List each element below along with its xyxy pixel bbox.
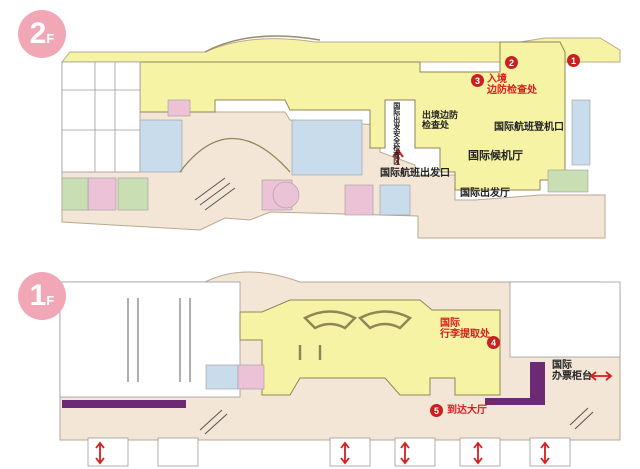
2f-pink-zone-b	[87, 177, 117, 211]
label-departure-gate: 国际航班出发口	[380, 168, 450, 179]
label-boarding-gate: 国际航班登机口	[494, 122, 564, 133]
2f-blue-zone-a	[139, 119, 183, 173]
1f-counter-west	[62, 400, 186, 408]
2f-west-wing	[61, 61, 141, 173]
floor-1f-number: 1	[29, 279, 47, 312]
label-arrival-hall: 到达大厅	[447, 405, 487, 416]
floor-2f-plan	[60, 35, 621, 239]
2f-roof-arc	[60, 37, 621, 63]
2f-rotunda	[272, 181, 300, 209]
label-waiting-hall: 国际候机厅	[468, 149, 523, 162]
2f-roof-line	[204, 35, 321, 53]
2f-green-zone-c	[547, 169, 589, 193]
2f-green-zone-a	[61, 177, 89, 211]
marker-3: 3	[471, 74, 484, 87]
floor-2f-number: 2	[29, 17, 47, 50]
label-departure-hall: 国际出发厅	[460, 188, 510, 199]
2f-restricted-zone	[139, 41, 566, 191]
1f-counter-east	[485, 362, 545, 405]
label-entry-inspection: 入境 边防检查处	[487, 74, 537, 96]
marker-4: 4	[487, 336, 500, 349]
marker-2: 2	[505, 56, 518, 69]
1f-carousels-west	[127, 298, 191, 382]
2f-blue-zone-d	[571, 99, 591, 166]
2f-blue-zone-b	[291, 119, 363, 176]
label-baggage-claim: 国际 行李提取处	[440, 318, 490, 340]
label-security-check: 国际出发安全检查区	[392, 102, 401, 165]
floor-1f-plan	[59, 271, 621, 467]
1f-exit-arrows	[95, 371, 613, 465]
1f-escalator	[199, 407, 594, 435]
2f-pink-zone-a	[167, 99, 191, 117]
2f-departure-arrow	[392, 148, 404, 165]
label-ticket-counter: 国际 办票柜台	[552, 360, 592, 382]
1f-pink-zone-a	[237, 364, 265, 390]
2f-blue-zone-c	[379, 184, 411, 216]
floor-1f-suffix: F	[46, 292, 55, 308]
marker-1: 1	[567, 54, 580, 67]
1f-gates	[87, 437, 571, 467]
1f-blue-zone-a	[205, 364, 239, 390]
1f-east-service	[509, 281, 621, 358]
marker-5: 5	[430, 404, 443, 417]
2f-escalator	[194, 177, 236, 211]
1f-baggage-zone	[239, 299, 501, 396]
2f-pink-zone-c	[344, 184, 374, 216]
label-exit-inspection: 出境边防 检查处	[422, 111, 459, 131]
floor-2f-suffix: F	[46, 30, 55, 46]
2f-green-zone-b	[117, 177, 149, 211]
2f-central-dome	[179, 138, 291, 173]
1f-carousels	[298, 310, 413, 360]
